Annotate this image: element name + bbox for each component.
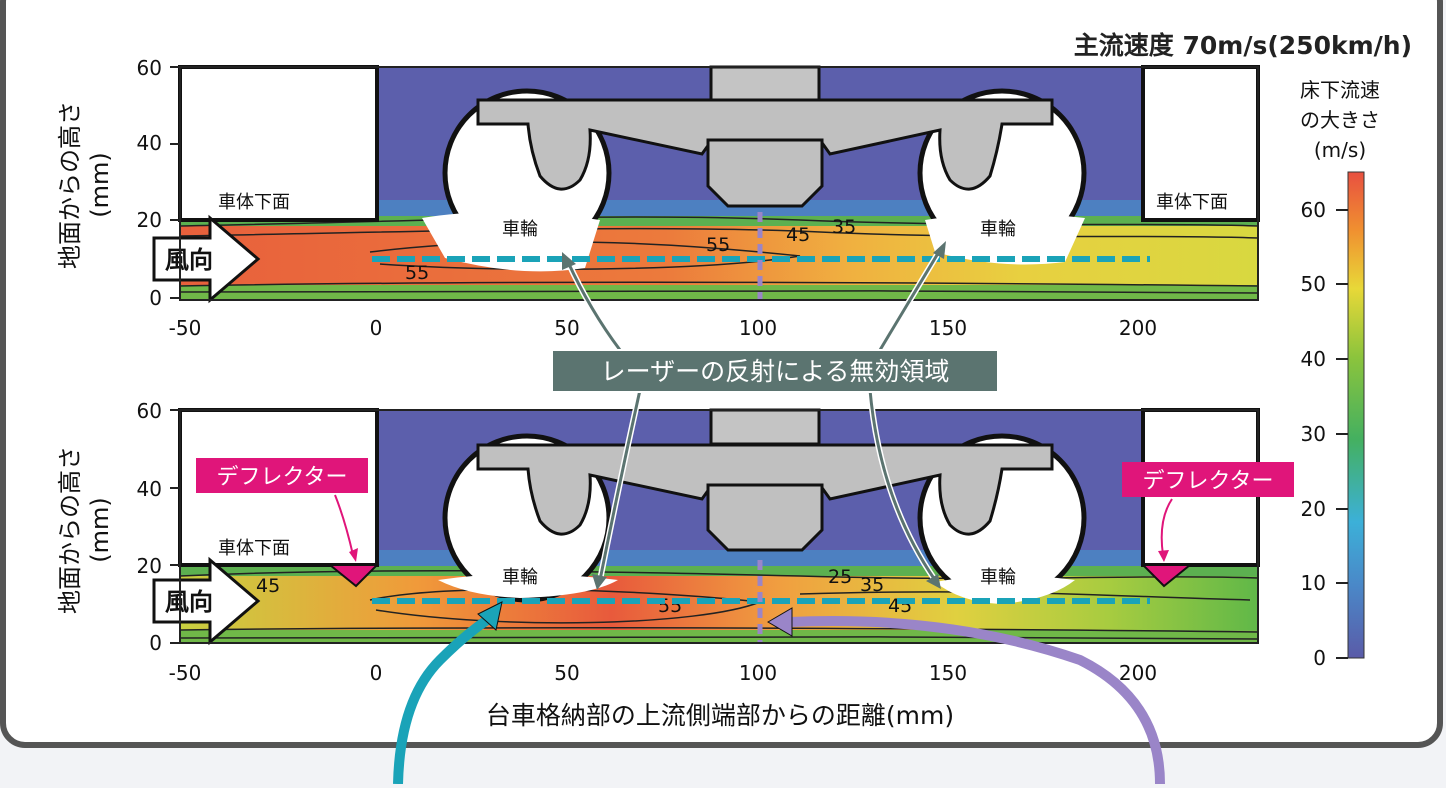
x-tick-label: 100 [739, 661, 777, 685]
y-tick-label: 20 [137, 208, 162, 232]
colorbar-tick: 50 [1301, 272, 1326, 296]
panel-top: 55 55 45 35 車体下面 車体下面 車輪 車輪 風向 60 40 [56, 56, 1260, 340]
deflector-pointer-right [1160, 498, 1173, 556]
x-tick-label: 150 [929, 661, 967, 685]
colorbar-title: (m/s) [1314, 138, 1366, 162]
teal-arrow-head [477, 601, 503, 631]
x-axis-label: 台車格納部の上流側端部からの距離(mm) [486, 701, 954, 730]
reflection-invalid-top-right [925, 213, 1085, 265]
x-tick-label: 0 [370, 316, 383, 340]
condition-label: 主流速度 70m/s(250km/h) [1074, 31, 1412, 60]
ground-band-top [180, 285, 1258, 300]
x-tick-label: 100 [739, 316, 777, 340]
colorbar-tick: 30 [1301, 422, 1326, 446]
y-tick-label: 20 [137, 554, 162, 578]
body-underside-label: 車体下面 [1156, 192, 1228, 213]
reflection-invalid-bottom-left [438, 574, 618, 598]
bogie-top-block [709, 408, 821, 446]
x-tick-label: -50 [169, 661, 202, 685]
contour-values-bottom: 45 25 35 55 45 [256, 566, 912, 617]
wind-label: 風向 [165, 588, 213, 616]
y-tick-label: 40 [137, 131, 162, 155]
contour-label: 35 [860, 574, 884, 596]
bogie-center-block [706, 138, 824, 208]
y-axis-bottom: 60 40 20 0 [137, 399, 162, 655]
wheel-label: 車輪 [502, 567, 538, 588]
y-axis-unit-top: (mm) [86, 152, 114, 217]
flow-field-bottom [180, 576, 1258, 634]
purple-arrow [789, 616, 1165, 785]
colorbar-tick: 10 [1301, 571, 1326, 595]
colorbar-title: 床下流速 [1300, 78, 1380, 102]
wheel-label: 車輪 [980, 219, 1016, 240]
invalid-region-arrowheads [562, 241, 946, 590]
y-axis-label-top: 地面からの高さ [56, 101, 84, 269]
deflector-pointer-right-head [1158, 550, 1169, 562]
y-axis-top: 60 40 20 0 [137, 56, 162, 310]
colorbar-ticks: 0 10 20 30 40 50 60 [1301, 198, 1326, 670]
colorbar-tick: 20 [1301, 497, 1326, 521]
deflector-pointer-left-head [349, 548, 358, 562]
deflector-label: デフレクター [216, 465, 347, 490]
y-axis-label-bottom: 地面からの高さ [56, 446, 84, 614]
contour-label: 35 [832, 216, 856, 238]
colorbar-tick: 60 [1301, 198, 1326, 222]
axis-frame-top [179, 66, 1259, 301]
x-tick-label: 200 [1119, 661, 1157, 685]
wheel-label: 車輪 [502, 219, 538, 240]
body-underside-label: 車体下面 [218, 538, 290, 559]
y-ticks-bottom [170, 409, 180, 644]
x-tick-label: 50 [554, 316, 579, 340]
colorbar-gradient [1347, 171, 1365, 659]
deflector-callout-left [196, 458, 368, 493]
contour-label: 45 [786, 224, 810, 246]
bogie-top-block [709, 65, 821, 103]
colorbar-tick: 40 [1301, 347, 1326, 371]
deflector-pointer-left [334, 494, 354, 556]
deflector-left [327, 564, 380, 588]
x-axis-top: -50 0 50 100 150 200 [169, 316, 1157, 340]
purple-arrow-head [767, 607, 793, 637]
wind-label: 風向 [165, 246, 213, 274]
y-axis-unit-bottom: (mm) [86, 497, 114, 562]
axis-frame-bottom [179, 409, 1259, 644]
colorbar-tick: 0 [1313, 646, 1326, 670]
colorbar: 床下流速 の大きさ (m/s) 0 10 20 30 40 50 60 [1300, 78, 1380, 670]
invalid-region-label: レーザーの反射による無効領域 [601, 357, 950, 386]
contour-label: 55 [706, 234, 730, 256]
x-axis-bottom: -50 0 50 100 150 200 [169, 661, 1157, 685]
invalid-region-callout [551, 349, 999, 393]
colorbar-tick-marks [1336, 209, 1348, 659]
y-tick-label: 40 [137, 477, 162, 501]
x-tick-label: 200 [1119, 316, 1157, 340]
wheel-label: 車輪 [980, 567, 1016, 588]
colorbar-title: の大きさ [1300, 108, 1380, 132]
x-tick-label: -50 [169, 316, 202, 340]
y-tick-label: 0 [149, 631, 162, 655]
y-tick-label: 60 [137, 399, 162, 423]
invalid-region-arrows [565, 248, 943, 582]
y-ticks-top [170, 66, 180, 299]
reflection-invalid-bottom-right [935, 575, 1075, 604]
teal-arrow [393, 610, 498, 785]
deflector-callout-right [1122, 462, 1294, 497]
deflector-label: デフレクター [1142, 469, 1273, 494]
deflector-right [1140, 564, 1193, 588]
contour-label: 25 [828, 566, 852, 588]
bogie-center-block [706, 483, 824, 552]
body-underside-label: 車体下面 [218, 192, 290, 213]
contour-values-top: 55 55 45 35 [405, 216, 856, 284]
x-tick-label: 0 [370, 661, 383, 685]
y-tick-label: 60 [137, 56, 162, 80]
x-tick-label: 150 [929, 316, 967, 340]
contour-label: 55 [405, 262, 429, 284]
y-tick-label: 0 [149, 286, 162, 310]
contour-label: 45 [256, 575, 280, 597]
x-tick-label: 50 [554, 661, 579, 685]
